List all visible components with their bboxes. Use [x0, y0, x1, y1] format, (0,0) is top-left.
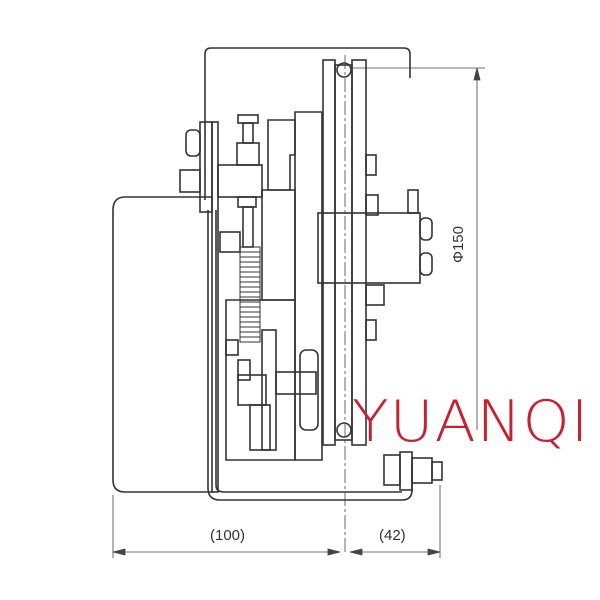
brake-disc — [322, 59, 336, 446]
bracket — [204, 47, 411, 200]
watermark-logo: YUANQI — [352, 388, 590, 456]
dimension-lines — [112, 55, 485, 558]
bracket-base — [207, 210, 413, 501]
spring — [239, 246, 261, 343]
dimension-width-left: (100) — [210, 527, 246, 544]
motor-housing — [112, 196, 213, 493]
screw-block — [217, 164, 263, 198]
dimension-width-right: (42) — [379, 527, 406, 544]
dimension-diameter: Φ150 — [450, 226, 467, 263]
mounting-plate — [199, 121, 213, 213]
bolt — [179, 169, 201, 193]
bolt — [383, 454, 401, 486]
roller — [261, 329, 277, 451]
disc-pin — [336, 62, 352, 78]
bolt — [185, 129, 201, 157]
clamp-block — [317, 212, 421, 284]
